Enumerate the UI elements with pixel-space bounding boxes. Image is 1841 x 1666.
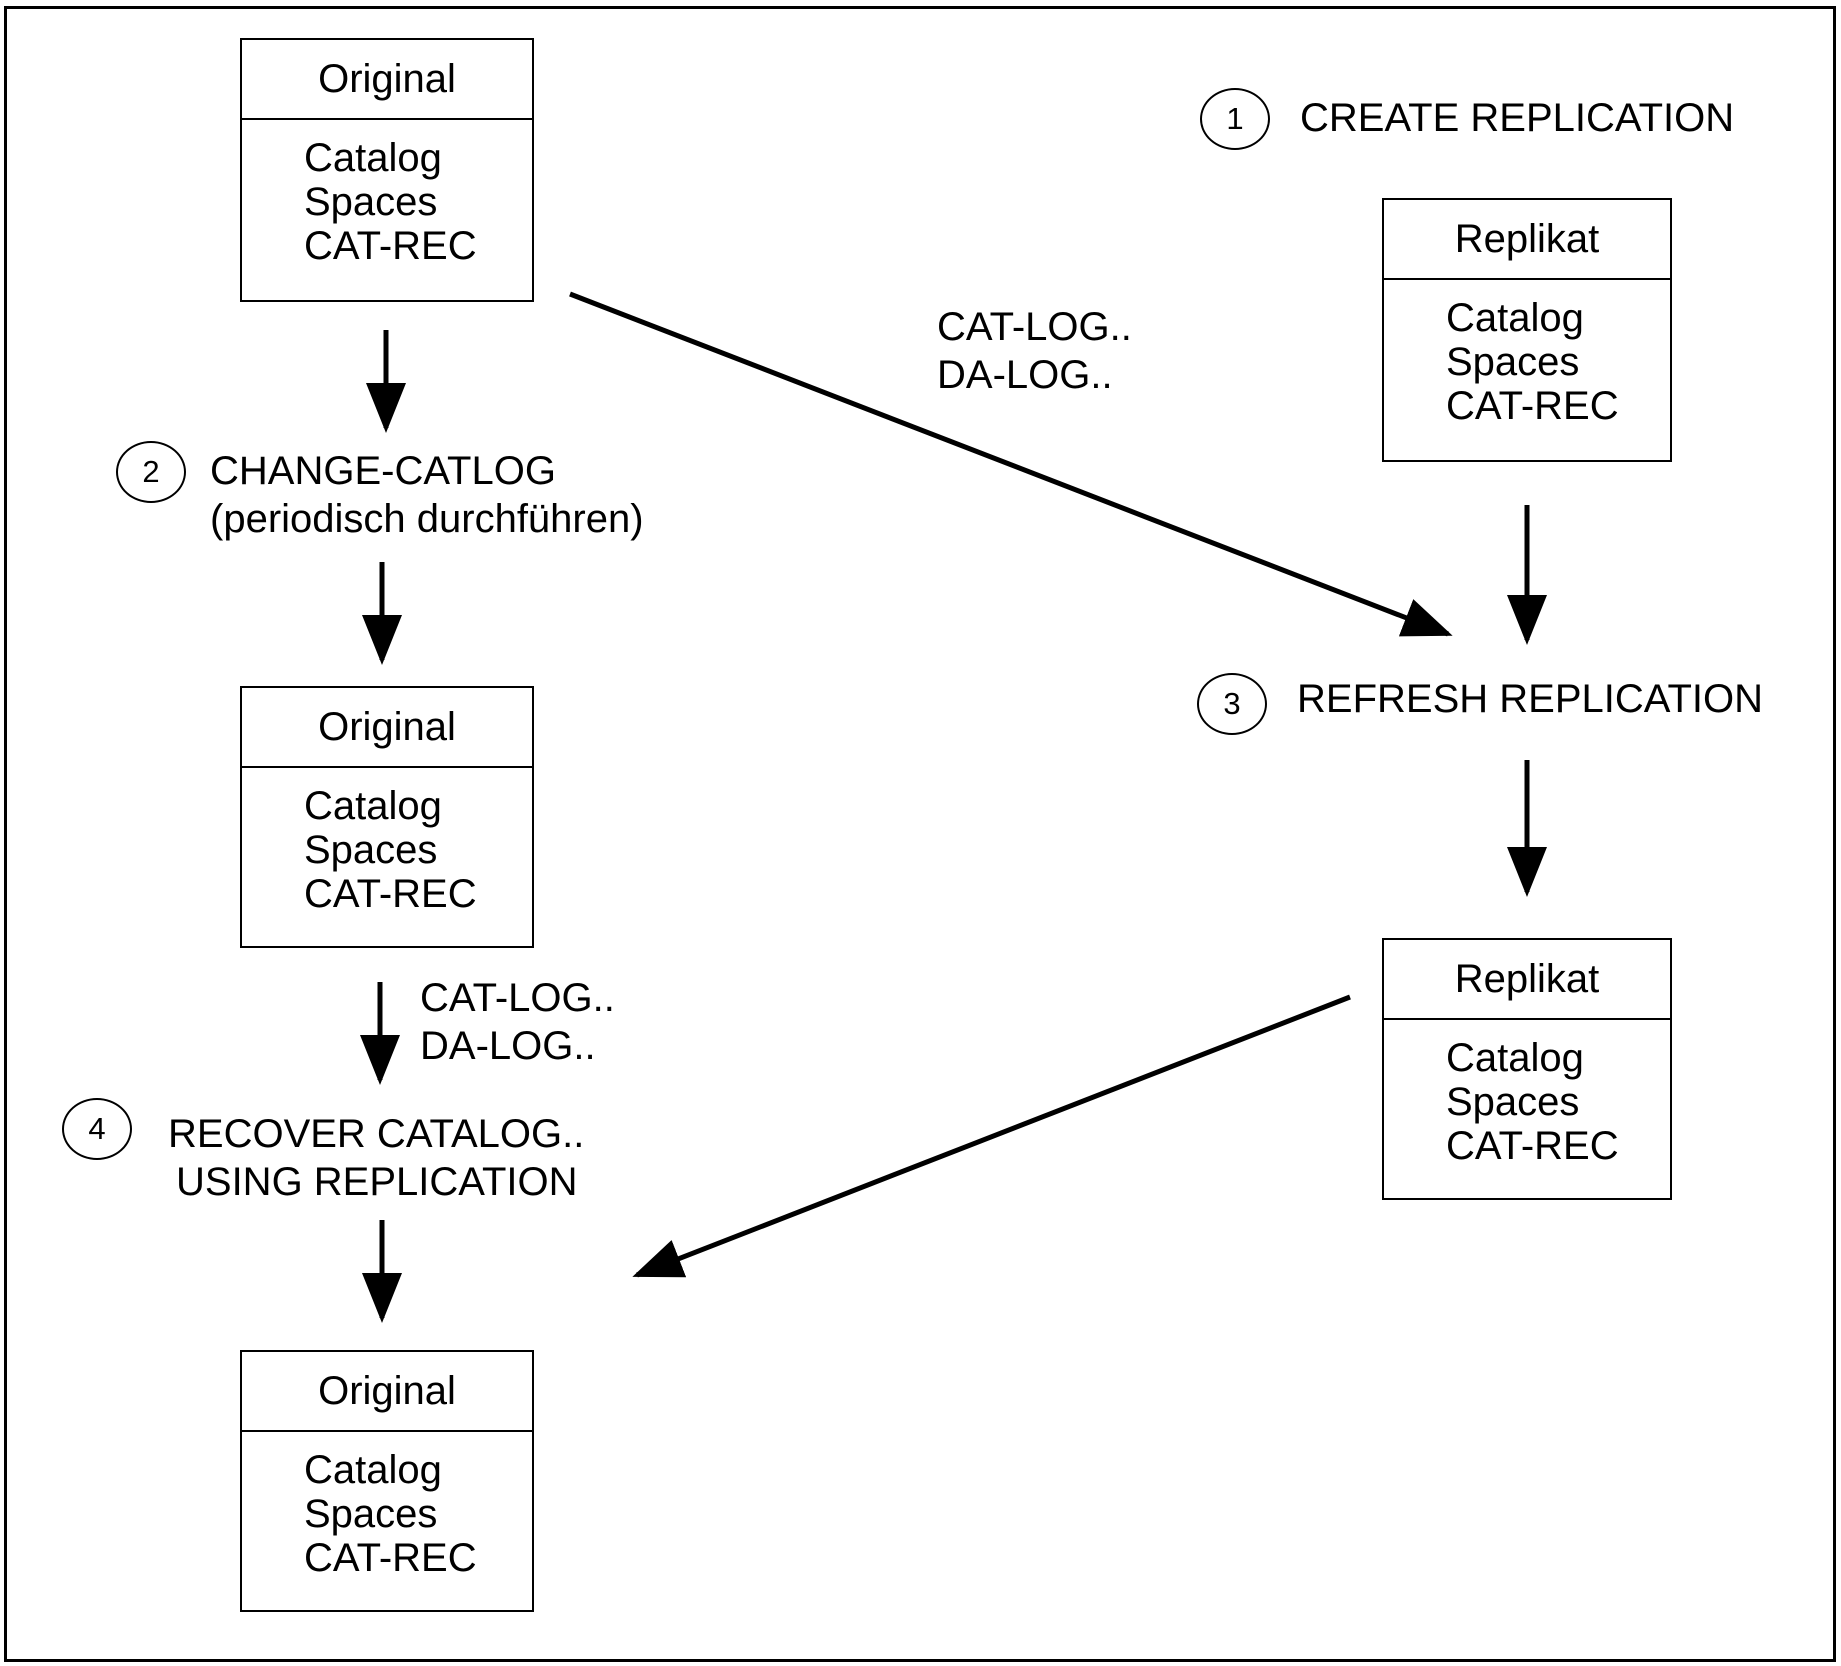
step-label: RECOVER CATALOG.. USING REPLICATION [168,1110,584,1206]
step-label-line: CHANGE-CATLOG [210,449,556,493]
box-line: Catalog [1446,296,1584,340]
box-line: Spaces [1446,1080,1580,1124]
box-title: Original [242,40,532,120]
box-title: Original [242,688,532,768]
step-label-line: CREATE REPLICATION [1300,96,1735,140]
original-box-3: Original Catalog Spaces CAT-REC [240,1350,534,1612]
step-2-change-catlog: 2 CHANGE-CATLOG (periodisch durchführen) [116,441,644,543]
original-box-2: Original Catalog Spaces CAT-REC [240,686,534,948]
step-label-line: USING REPLICATION [176,1160,578,1204]
step-label: CHANGE-CATLOG (periodisch durchführen) [210,447,644,543]
arrow-replikat2-to-step4-diagonal [632,994,1351,1278]
box-body: Catalog Spaces CAT-REC [242,120,532,268]
step-label-line: REFRESH REPLICATION [1297,677,1763,721]
diagram-frame [4,6,1836,1662]
box-line: CAT-REC [304,1536,477,1580]
box-line: Catalog [304,1448,442,1492]
step-label: CREATE REPLICATION [1300,94,1734,142]
log-label-vertical: CAT-LOG.. DA-LOG.. [420,974,615,1070]
log-label-line: DA-LOG.. [420,1024,596,1068]
log-label-line: CAT-LOG.. [420,976,615,1020]
step-number-circle: 3 [1197,673,1267,735]
step-number-circle: 1 [1200,88,1270,150]
box-body: Catalog Spaces CAT-REC [1384,280,1670,428]
log-label-line: DA-LOG.. [937,353,1113,397]
box-line: Catalog [1446,1036,1584,1080]
log-label-diagonal: CAT-LOG.. DA-LOG.. [937,303,1132,399]
box-line: CAT-REC [1446,1124,1619,1168]
box-line: CAT-REC [304,224,477,268]
step-label-line: RECOVER CATALOG.. [168,1112,585,1156]
step-number-circle: 2 [116,441,186,503]
box-line: Spaces [304,828,438,872]
step-3-refresh-replication: 3 REFRESH REPLICATION [1197,673,1763,735]
log-label-line: CAT-LOG.. [937,305,1132,349]
box-line: Spaces [304,180,438,224]
box-body: Catalog Spaces CAT-REC [242,768,532,916]
step-4-recover-catalog: 4 RECOVER CATALOG.. USING REPLICATION [62,1098,584,1206]
original-box-1: Original Catalog Spaces CAT-REC [240,38,534,302]
step-1-create-replication: 1 CREATE REPLICATION [1200,88,1734,150]
box-line: CAT-REC [1446,384,1619,428]
box-line: Catalog [304,784,442,828]
box-body: Catalog Spaces CAT-REC [242,1432,532,1580]
step-label: REFRESH REPLICATION [1297,675,1763,723]
box-body: Catalog Spaces CAT-REC [1384,1020,1670,1168]
arrow-original1-to-step3-diagonal [569,291,1453,637]
step-label-line: (periodisch durchführen) [210,497,644,541]
replikat-box-1: Replikat Catalog Spaces CAT-REC [1382,198,1672,462]
box-title: Replikat [1384,200,1670,280]
box-line: Spaces [304,1492,438,1536]
box-line: Catalog [304,136,442,180]
box-title: Original [242,1352,532,1432]
box-title: Replikat [1384,940,1670,1020]
box-line: Spaces [1446,340,1580,384]
replikat-box-2: Replikat Catalog Spaces CAT-REC [1382,938,1672,1200]
box-line: CAT-REC [304,872,477,916]
step-number-circle: 4 [62,1098,132,1160]
